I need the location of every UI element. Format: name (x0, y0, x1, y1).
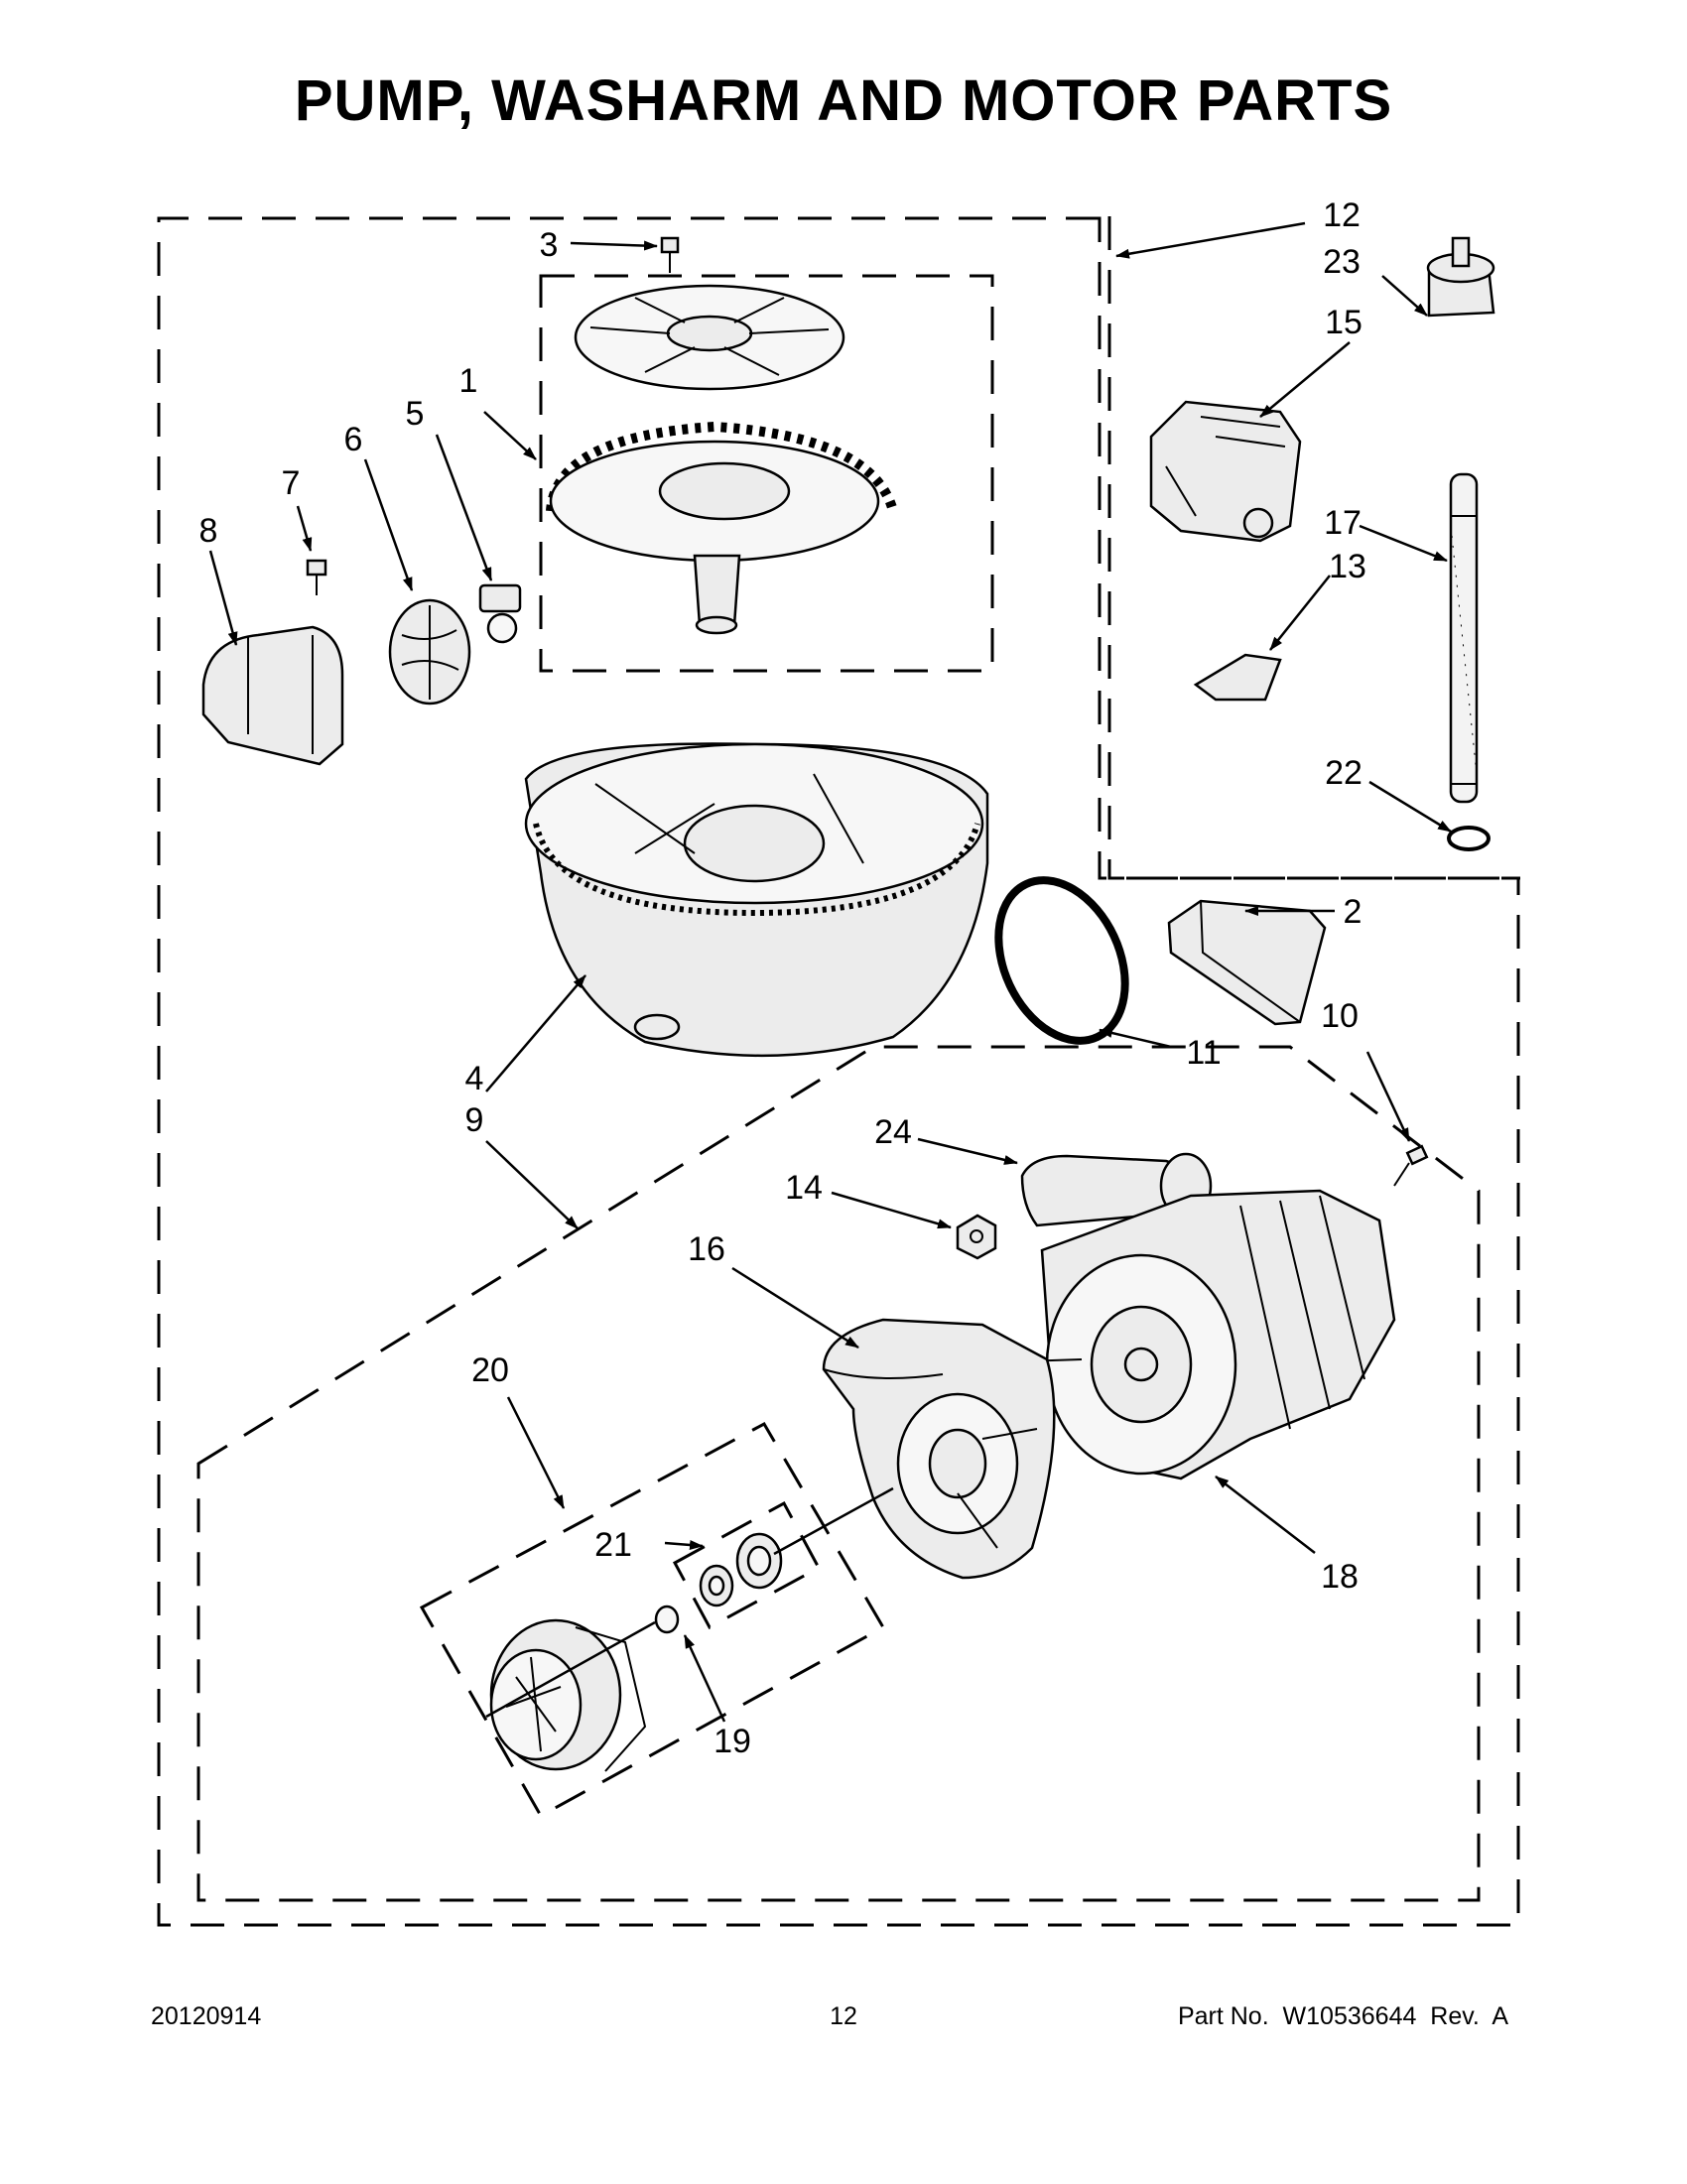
leader-7 (296, 505, 313, 552)
callout-8: 8 (199, 512, 218, 550)
callout-7: 7 (282, 464, 301, 502)
callout-6: 6 (344, 421, 363, 458)
leader-9 (485, 1140, 579, 1229)
leader-13 (1269, 575, 1331, 651)
leader-16 (731, 1266, 859, 1349)
part-1-impeller-filter (546, 421, 898, 635)
callout-10: 10 (1321, 997, 1359, 1035)
part-6-impeller (388, 598, 471, 706)
leader-22 (1368, 780, 1452, 834)
leader-1 (483, 411, 537, 460)
callout-3: 3 (540, 226, 559, 264)
leader-18 (1215, 1476, 1316, 1554)
callout-21: 21 (594, 1526, 632, 1564)
callout-18: 18 (1321, 1558, 1359, 1596)
leader-17 (1359, 524, 1448, 563)
kit-12-boundary (1107, 216, 1520, 880)
leader-21 (664, 1539, 704, 1550)
part-11-gasket (994, 876, 1129, 1045)
part-15-drain-pump (1149, 400, 1302, 543)
leader-8 (208, 550, 238, 646)
leader-24 (917, 1137, 1018, 1165)
footer-date: 20120914 (151, 2002, 262, 2030)
leader-4 (485, 974, 586, 1092)
callout-5: 5 (406, 395, 425, 433)
leader-3 (570, 240, 658, 251)
leader-19 (683, 1634, 726, 1723)
callout-1: 1 (459, 362, 478, 400)
leader-23 (1381, 275, 1428, 317)
part-20-impeller-assembly (489, 1618, 647, 1772)
callout-23: 23 (1323, 243, 1361, 281)
callout-2: 2 (1344, 893, 1363, 931)
part-5-clip (478, 583, 522, 644)
callout-24: 24 (874, 1113, 912, 1151)
callout-13: 13 (1329, 548, 1366, 585)
leader-12 (1115, 221, 1306, 259)
part-19-washer (654, 1605, 680, 1634)
part-22-clamp (1447, 826, 1491, 851)
outer-assembly-boundary (157, 216, 1520, 1927)
callout-16: 16 (688, 1230, 725, 1268)
leader-lines (208, 221, 1452, 1723)
shaft-center-line (485, 1486, 894, 1719)
impeller-group-boundary (539, 274, 994, 673)
seal-kit-boundary-20 (419, 1421, 886, 1819)
leader-5 (435, 434, 493, 581)
callout-4: 4 (465, 1060, 484, 1097)
callout-20: 20 (471, 1351, 509, 1389)
part-7-screw (306, 559, 327, 595)
part-8-housing (201, 625, 344, 766)
assembly-boundaries (157, 216, 1520, 1927)
leader-20 (506, 1396, 566, 1509)
leader-15 (1259, 341, 1351, 418)
part-4-pump-housing (524, 742, 989, 1058)
part-3-screw (660, 236, 680, 273)
footer-part-number: Part No. W10536644 Rev. A (1177, 2002, 1508, 2030)
callout-14: 14 (785, 1169, 823, 1207)
part-21-seal (699, 1532, 783, 1607)
callout-9: 9 (465, 1101, 484, 1139)
part-16-pump-cover (822, 1318, 1056, 1580)
leader-10 (1365, 1051, 1411, 1142)
motor-assembly-boundary-9 (196, 1045, 1481, 1902)
part-14-nut (956, 1214, 997, 1260)
leader-6 (363, 458, 414, 591)
part-17-hose (1449, 472, 1479, 804)
callout-12: 12 (1323, 196, 1361, 234)
callout-15: 15 (1325, 304, 1363, 341)
callout-17: 17 (1324, 504, 1362, 542)
leader-11 (1099, 1028, 1172, 1049)
part-13-clip (1193, 653, 1282, 702)
page-title: PUMP, WASHARM AND MOTOR PARTS (294, 68, 1393, 133)
callout-22: 22 (1325, 754, 1363, 792)
footer-page-number: 12 (830, 2002, 857, 2030)
part-2-bracket (1167, 899, 1327, 1026)
callout-19: 19 (714, 1723, 751, 1760)
part-18-motor (1021, 1189, 1396, 1480)
part-10-screw (1393, 1144, 1429, 1187)
part-23-sensor (1426, 236, 1495, 318)
seal-kit-boundary-21 (672, 1500, 822, 1630)
leader-14 (831, 1191, 952, 1229)
callout-11: 11 (1186, 1034, 1221, 1072)
callout-labels: 1 2 3 4 5 6 7 8 9 10 11 12 13 14 15 16 1… (199, 196, 1366, 1760)
part-wash-arm-cover (574, 284, 845, 391)
